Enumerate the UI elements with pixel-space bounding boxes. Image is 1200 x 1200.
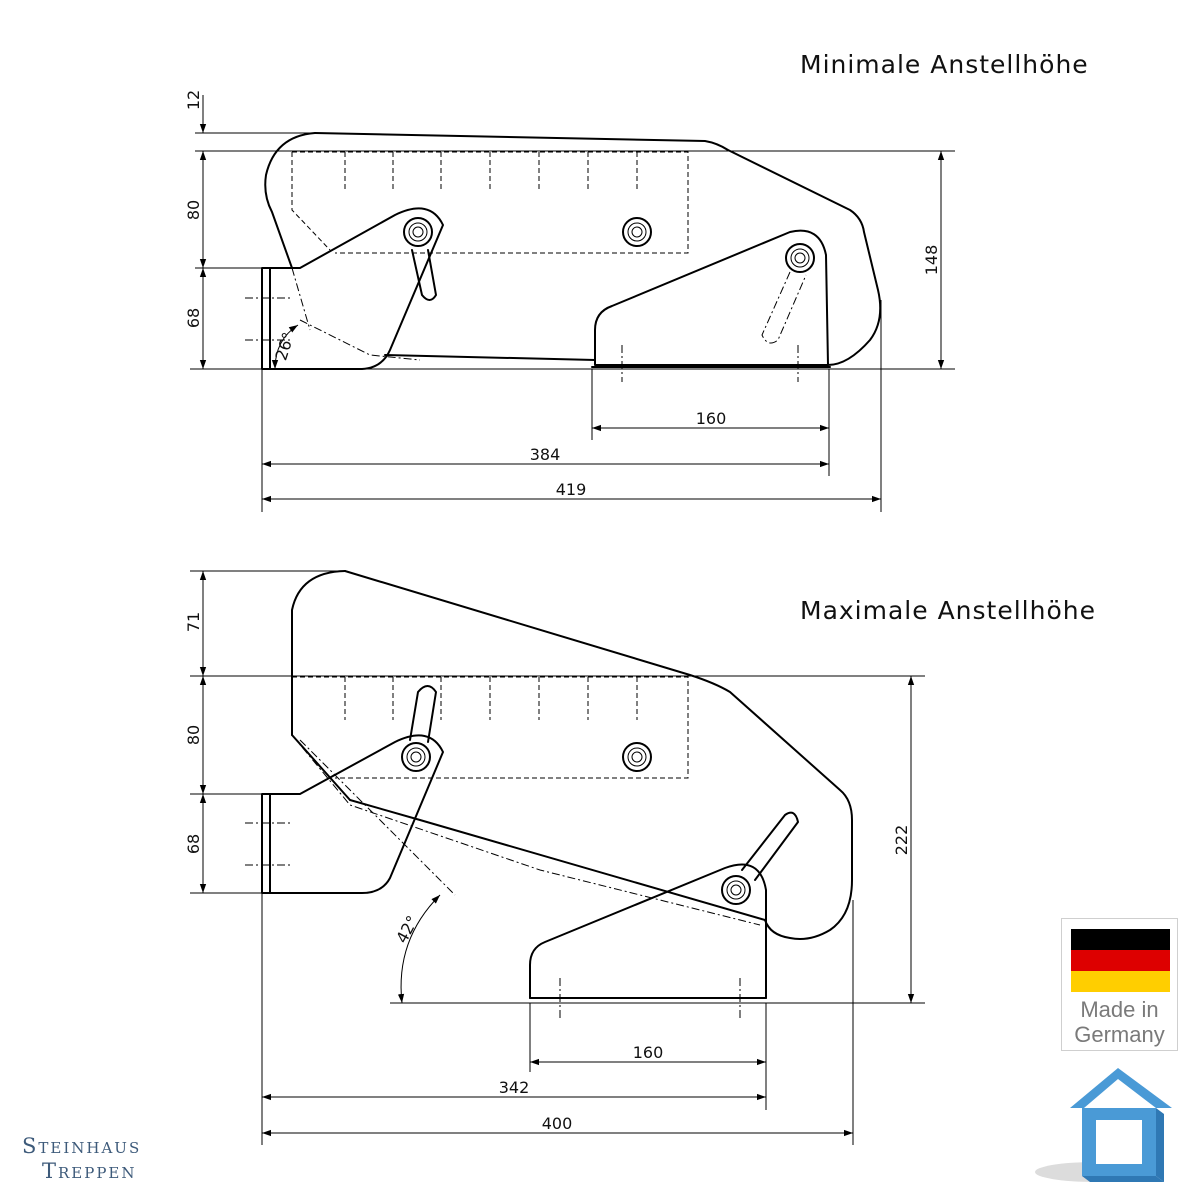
made-in-germany-badge: Made in Germany	[1061, 918, 1178, 1051]
max-view: 71 80 68 222 42° 160 342 400	[184, 570, 925, 1145]
max-dim-total-height: 222	[892, 825, 911, 856]
brand-line-1: Steinhaus	[22, 1134, 142, 1158]
max-dim-angle: 42°	[392, 912, 422, 946]
german-flag-icon	[1071, 929, 1170, 992]
max-bolt-right	[721, 875, 751, 905]
brand-line-2: Treppen	[42, 1159, 137, 1183]
max-upper-plate	[344, 570, 853, 940]
min-bolt-right	[785, 243, 815, 273]
max-dim-top-offset: 71	[184, 612, 203, 632]
badge-line-2: Germany	[1074, 1022, 1165, 1047]
max-dim-mid-width: 342	[499, 1078, 530, 1097]
badge-line-1: Made in	[1080, 997, 1159, 1022]
title-max-height: Maximale Anstellhöhe	[800, 596, 1096, 625]
min-dim-total-height: 148	[922, 245, 941, 276]
min-bolt-left	[403, 217, 433, 247]
brand-logo-text: Steinhaus Treppen	[22, 1134, 141, 1184]
min-bolt-mid	[622, 217, 652, 247]
title-min-height: Minimale Anstellhöhe	[800, 50, 1089, 79]
min-dim-lower-height: 68	[184, 308, 203, 328]
min-dim-total-width: 419	[556, 480, 587, 499]
min-view: 12 80 68 148 26° 160 384 419	[184, 90, 955, 512]
max-dim-upper-height: 80	[184, 725, 203, 745]
max-bolt-left	[401, 742, 431, 772]
max-lower-plate	[529, 863, 767, 999]
max-dim-base-width: 160	[633, 1043, 664, 1062]
min-dim-mid-width: 384	[530, 445, 561, 464]
badge-text: Made in Germany	[1062, 997, 1177, 1047]
min-dim-angle: 26°	[271, 330, 298, 363]
max-left-bracket	[261, 734, 444, 894]
house-icon	[1035, 1068, 1172, 1182]
max-dim-total-width: 400	[542, 1114, 573, 1133]
min-upper-plate	[314, 132, 882, 366]
max-dim-lower-height: 68	[184, 834, 203, 854]
max-bolt-mid	[622, 742, 652, 772]
min-dim-base-width: 160	[696, 409, 727, 428]
min-left-bracket	[261, 207, 444, 370]
min-dim-upper-height: 80	[184, 200, 203, 220]
min-dim-top-offset: 12	[184, 90, 203, 110]
